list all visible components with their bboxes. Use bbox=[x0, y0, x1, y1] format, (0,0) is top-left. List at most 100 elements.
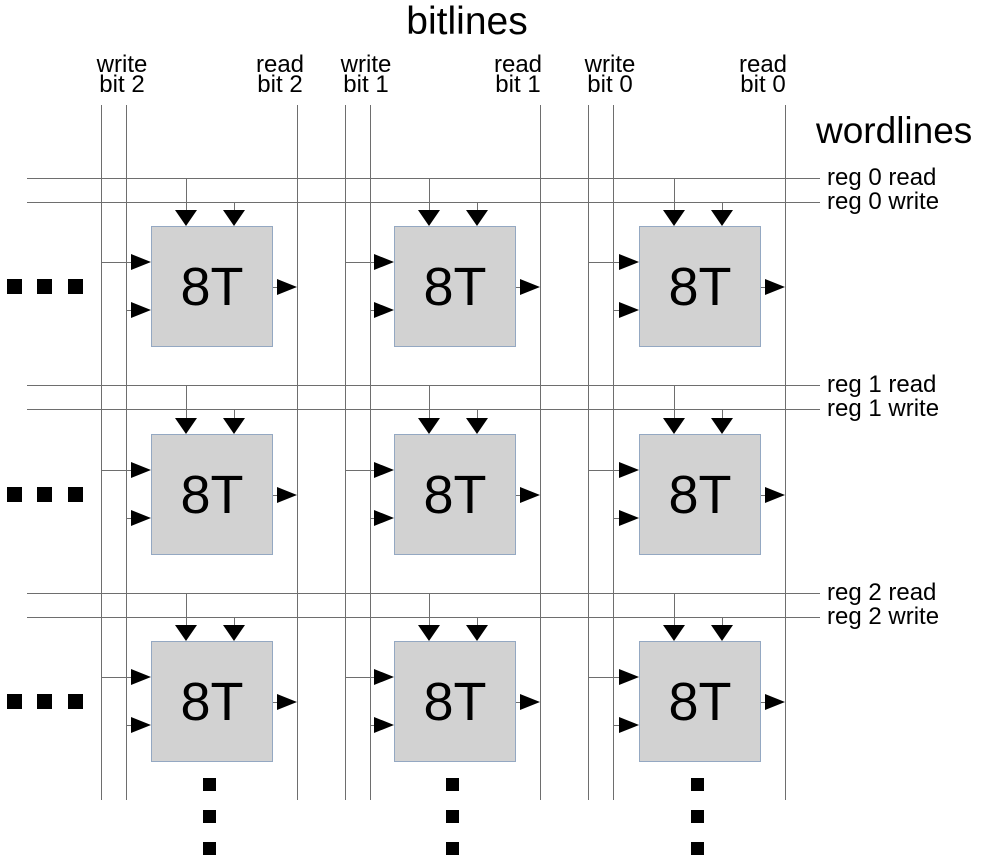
wordline-write-arrow-icon bbox=[223, 418, 245, 434]
wordline-write-stub bbox=[234, 617, 235, 627]
bitline-label-line: write bbox=[340, 51, 392, 78]
bitlines-title: bitlines bbox=[406, 0, 528, 43]
wordline-write-stub bbox=[722, 617, 723, 627]
wordline-read-arrow-icon bbox=[663, 625, 685, 641]
column-continuation-ellipsis-dot bbox=[691, 842, 704, 855]
row-continuation-ellipsis-dot bbox=[7, 279, 22, 294]
column-continuation-ellipsis-dot bbox=[203, 810, 216, 823]
read-output-stub bbox=[516, 287, 520, 288]
wordline-read-stub bbox=[429, 385, 430, 420]
write-bitline-stub-a bbox=[101, 677, 132, 678]
wordline-reg-0-write-line bbox=[27, 202, 820, 203]
row-continuation-ellipsis-dot bbox=[68, 694, 83, 709]
wordline-write-stub bbox=[477, 202, 478, 212]
cell-8t-label: 8T bbox=[668, 256, 732, 317]
column-continuation-ellipsis-dot bbox=[203, 778, 216, 791]
read-bitline-bit-1-line bbox=[540, 105, 541, 800]
wordline-read-stub bbox=[674, 385, 675, 420]
write-port-arrow-b-icon bbox=[374, 510, 394, 526]
wordline-write-arrow-icon bbox=[711, 418, 733, 434]
wordline-reg-1-write-line bbox=[27, 409, 820, 410]
write-bitline-stub-b bbox=[126, 518, 132, 519]
wordline-write-stub bbox=[477, 617, 478, 627]
write-bitline-stub-b bbox=[370, 310, 375, 311]
wordline-reg-1-write-label: reg 1 write bbox=[827, 395, 940, 422]
write-bitline-bit-2-line-a bbox=[101, 105, 102, 800]
write-port-arrow-a-icon bbox=[131, 669, 151, 685]
column-continuation-ellipsis-dot bbox=[691, 778, 704, 791]
column-continuation-ellipsis-dot bbox=[691, 810, 704, 823]
wordline-read-stub bbox=[186, 385, 187, 420]
read-bitline-bit-2-line bbox=[297, 105, 298, 800]
wordline-write-arrow-icon bbox=[711, 625, 733, 641]
wordline-read-stub bbox=[429, 593, 430, 627]
bitline-label-line: bit 1 bbox=[343, 71, 389, 98]
write-bitline-stub-b bbox=[370, 518, 375, 519]
write-port-arrow-b-icon bbox=[131, 302, 151, 318]
wordline-write-stub bbox=[722, 409, 723, 420]
row-continuation-ellipsis-dot bbox=[7, 487, 22, 502]
read-output-stub bbox=[761, 702, 765, 703]
read-output-stub bbox=[516, 495, 520, 496]
write-bitline-stub-a bbox=[588, 470, 620, 471]
write-bitline-stub-a bbox=[101, 470, 132, 471]
read-output-arrow-icon bbox=[277, 694, 297, 710]
write-bitline-bit-0-line-a bbox=[588, 105, 589, 800]
write-port-arrow-a-icon bbox=[131, 254, 151, 270]
cell-8t-reg0-bit2: 8T bbox=[151, 226, 273, 347]
bitline-label-line: write bbox=[584, 51, 636, 78]
read-output-arrow-icon bbox=[277, 279, 297, 295]
cell-8t-reg1-bit0: 8T bbox=[639, 434, 761, 555]
write-bitline-bit-1-line-b bbox=[370, 105, 371, 800]
column-continuation-ellipsis-dot bbox=[446, 842, 459, 855]
wordline-read-stub bbox=[186, 593, 187, 627]
row-continuation-ellipsis-dot bbox=[7, 694, 22, 709]
cell-8t-label: 8T bbox=[423, 256, 487, 317]
wordline-write-arrow-icon bbox=[466, 418, 488, 434]
write-bitline-stub-b bbox=[613, 725, 620, 726]
write-bitline-stub-b bbox=[126, 725, 132, 726]
wordline-read-arrow-icon bbox=[418, 418, 440, 434]
write-port-arrow-b-icon bbox=[619, 302, 639, 318]
wordline-write-arrow-icon bbox=[223, 625, 245, 641]
read-output-arrow-icon bbox=[520, 487, 540, 503]
write-bitline-stub-a bbox=[345, 677, 375, 678]
wordline-write-stub bbox=[234, 202, 235, 212]
write-bitline-bit-0-line-b bbox=[613, 105, 614, 800]
wordline-write-stub bbox=[234, 409, 235, 420]
write-bitline-stub-a bbox=[588, 677, 620, 678]
cell-8t-label: 8T bbox=[180, 256, 244, 317]
write-bitline-bit-2-line-b bbox=[126, 105, 127, 800]
read-output-stub bbox=[761, 495, 765, 496]
wordline-reg-2-read-line bbox=[27, 593, 820, 594]
column-continuation-ellipsis-dot bbox=[446, 810, 459, 823]
cell-8t-reg1-bit1: 8T bbox=[394, 434, 516, 555]
read-output-arrow-icon bbox=[277, 487, 297, 503]
column-continuation-ellipsis-dot bbox=[446, 778, 459, 791]
wordline-write-arrow-icon bbox=[223, 210, 245, 226]
wordline-read-arrow-icon bbox=[418, 625, 440, 641]
cell-8t-reg0-bit1: 8T bbox=[394, 226, 516, 347]
write-port-arrow-a-icon bbox=[374, 462, 394, 478]
cell-8t-label: 8T bbox=[423, 671, 487, 732]
bitline-label-line: read bbox=[738, 51, 788, 78]
read-output-stub bbox=[761, 287, 765, 288]
write-port-arrow-b-icon bbox=[131, 717, 151, 733]
cell-8t-label: 8T bbox=[423, 464, 487, 525]
wordline-read-stub bbox=[674, 593, 675, 627]
read-output-arrow-icon bbox=[765, 487, 785, 503]
write-bitline-stub-a bbox=[588, 262, 620, 263]
write-port-arrow-b-icon bbox=[374, 302, 394, 318]
write-bitline-stub-b bbox=[126, 310, 132, 311]
read-output-stub bbox=[273, 495, 277, 496]
wordline-read-arrow-icon bbox=[175, 625, 197, 641]
wordline-read-arrow-icon bbox=[663, 418, 685, 434]
wordline-read-arrow-icon bbox=[418, 210, 440, 226]
bitline-label-line: bit 2 bbox=[99, 71, 145, 98]
write-port-arrow-b-icon bbox=[131, 510, 151, 526]
